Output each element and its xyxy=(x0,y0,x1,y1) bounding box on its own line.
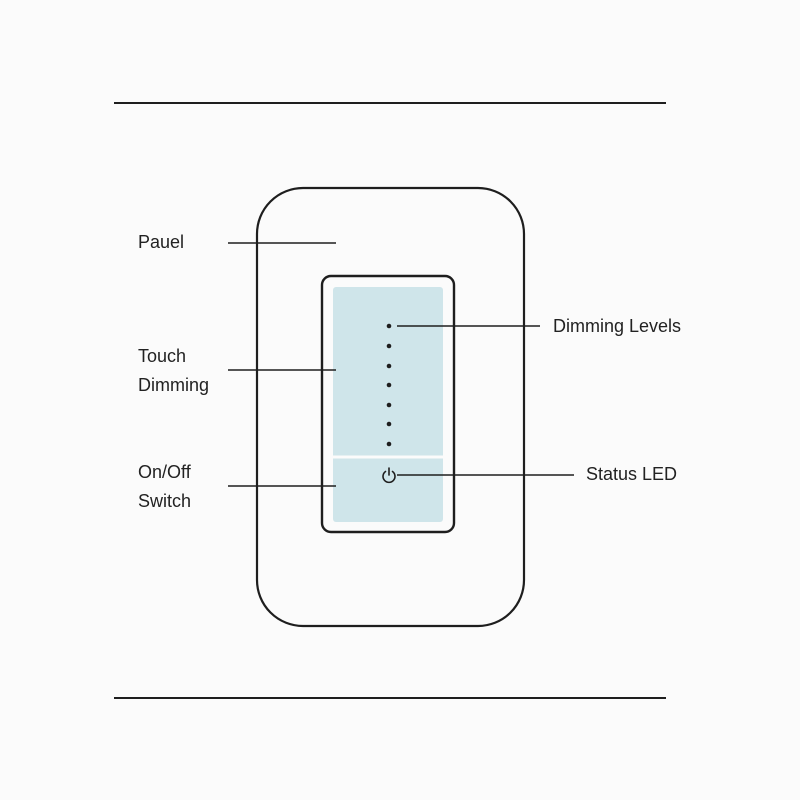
dimming-dot xyxy=(386,441,392,447)
on-off-switch-label-line1: On/Off xyxy=(138,462,191,482)
dimming-dot xyxy=(386,402,392,408)
dimming-dot xyxy=(386,382,392,388)
panel-label-text: Pauel xyxy=(138,232,185,252)
touch-dimming-label-line2: Dimming xyxy=(138,375,210,395)
dimming-levels-label: Dimming Levels xyxy=(553,312,681,341)
dimming-dot xyxy=(386,421,392,427)
status-led-label-text: Status LED xyxy=(586,464,678,484)
panel-label: Pauel xyxy=(138,228,184,257)
touch-dimming-label: Touch Dimming xyxy=(138,342,209,400)
dimming-dot xyxy=(386,363,392,369)
on-off-switch-label: On/Off Switch xyxy=(138,458,191,516)
dimming-dot xyxy=(386,323,392,329)
touch-dimming-label-line1: Touch xyxy=(138,346,187,366)
status-led-label: Status LED xyxy=(586,460,677,489)
dimming-level-dots xyxy=(386,323,392,447)
dimming-dot xyxy=(386,343,392,349)
on-off-switch-label-line2: Switch xyxy=(138,491,192,511)
dimming-levels-label-text: Dimming Levels xyxy=(553,316,682,336)
power-icon xyxy=(382,467,396,484)
